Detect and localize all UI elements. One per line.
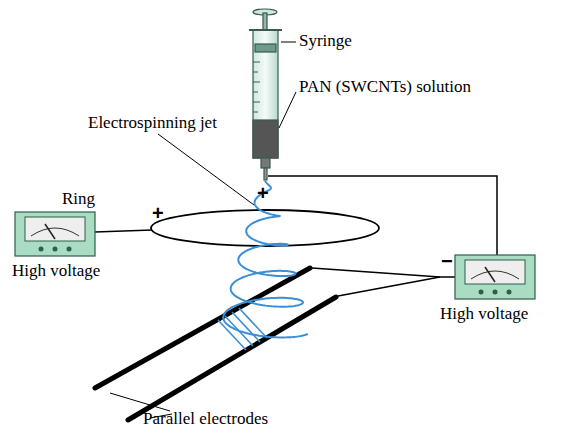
electrospinning-jet — [223, 181, 308, 338]
knob — [53, 247, 58, 252]
meter-case — [455, 255, 535, 299]
label-high-voltage: High voltage — [12, 262, 100, 281]
parallel-electrodes — [95, 268, 336, 420]
meter-case — [15, 212, 95, 256]
high-voltage-source — [455, 255, 535, 299]
label-high-voltage: High voltage — [440, 305, 528, 324]
meter-needle — [485, 267, 495, 282]
label-syringe: Syringe — [299, 32, 352, 51]
label-solution: PAN (SWCNTs) solution — [299, 78, 471, 97]
knob — [39, 247, 44, 252]
knob — [493, 290, 498, 295]
aligned-fibers — [218, 308, 267, 350]
polarity-sign: − — [441, 250, 453, 272]
meter-face — [465, 260, 525, 284]
ring — [151, 210, 379, 246]
polarity-sign: + — [257, 182, 269, 204]
polarity-sign: + — [152, 202, 164, 224]
syringe — [249, 9, 282, 180]
meter-scale — [31, 228, 79, 236]
label-electrodes: Parallel electrodes — [143, 410, 268, 429]
meter-scale — [471, 271, 519, 279]
pan-solution — [253, 120, 278, 158]
label-ring: Ring — [62, 190, 95, 209]
knob — [507, 290, 512, 295]
meter-face — [25, 217, 85, 241]
meter-needle — [45, 224, 55, 239]
high-voltage-source — [15, 212, 95, 256]
jet-spiral — [223, 181, 308, 338]
label-jet: Electrospinning jet — [88, 114, 217, 133]
knob — [479, 290, 484, 295]
knob — [67, 247, 72, 252]
